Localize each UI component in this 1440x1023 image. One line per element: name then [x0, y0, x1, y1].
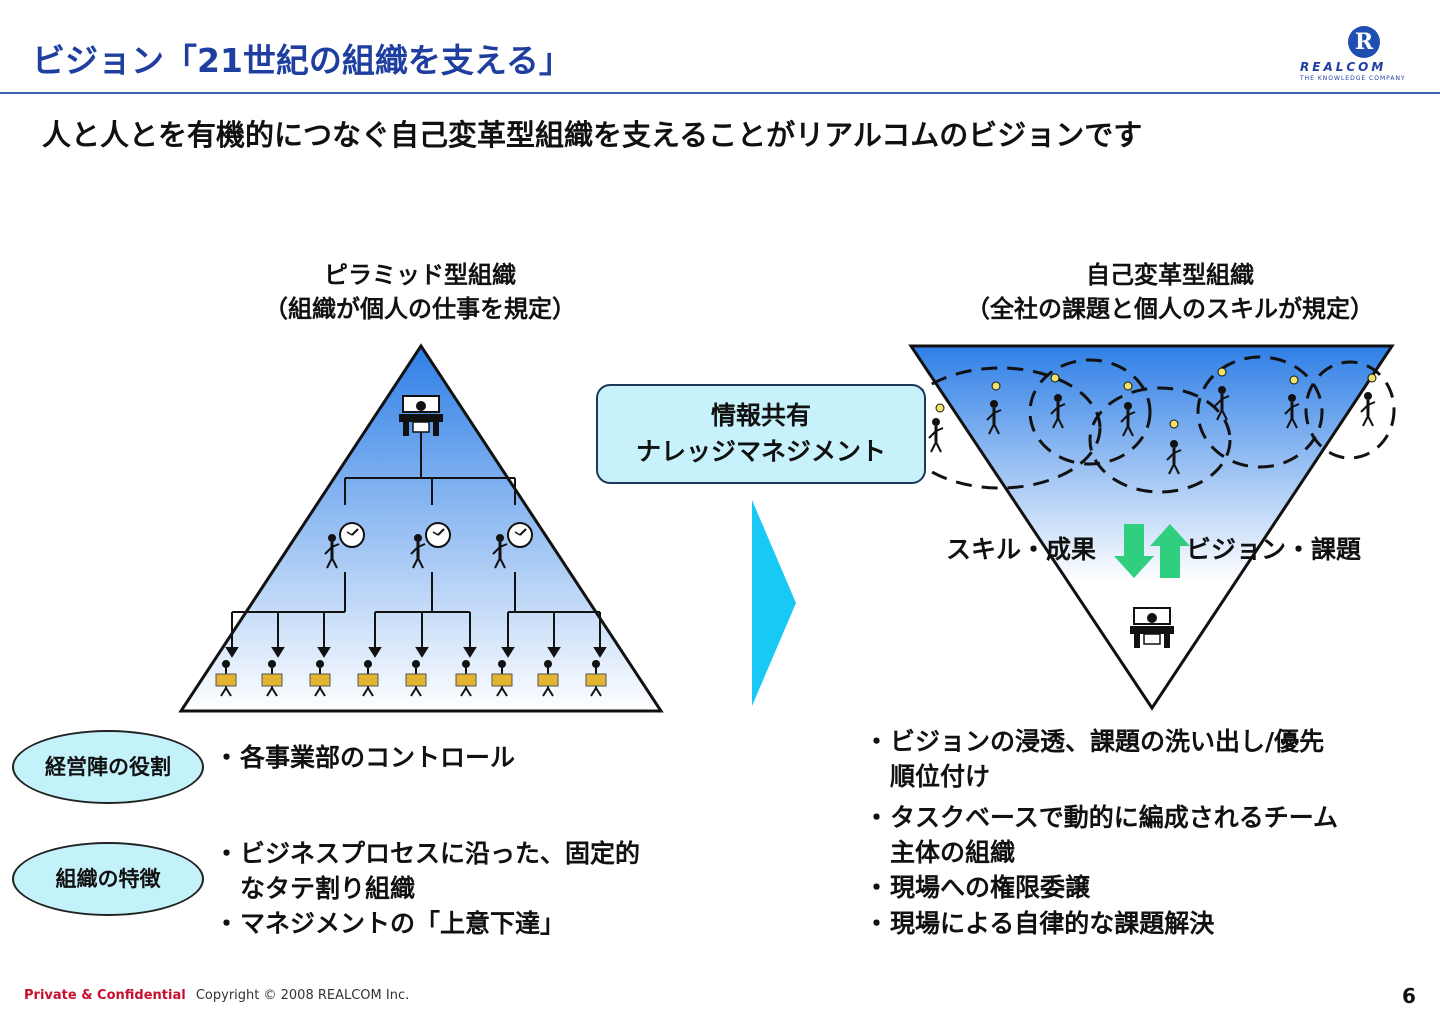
realcom-logo-icon: R [1348, 26, 1380, 58]
bullet-dot: ・ [214, 909, 240, 938]
team-circles [898, 355, 1396, 494]
pyramid-shape [178, 343, 664, 713]
clock-icon [425, 522, 451, 548]
knowledge-management-box: 情報共有 ナレッジマネジメント [596, 384, 926, 484]
feature-bullet-1: ・ビジネスプロセスに沿った、固定的 なタテ割り組織 [214, 836, 640, 906]
clock-icon [339, 522, 365, 548]
team-member-icon [1359, 390, 1377, 428]
worker-arrows [225, 612, 607, 658]
right-bullet-4: ・現場による自律的な課題解決 [864, 906, 1214, 941]
page-number: 6 [1402, 984, 1416, 1008]
down-arrow-icon [1114, 524, 1154, 578]
inverted-triangle-shape [908, 344, 1395, 711]
footer: Private & Confidential Copyright © 2008 … [24, 988, 409, 1003]
bullet-dot: ・ [214, 839, 240, 868]
title-divider [0, 92, 1440, 94]
right-bullet-2: ・タスクベースで動的に編成されるチーム 主体の組織 [864, 800, 1338, 870]
role-bullet-text: 各事業部のコントロール [240, 743, 516, 772]
team-member-icon [927, 416, 945, 454]
executive-desk-icon [1129, 607, 1175, 649]
bullet-dot: ・ [864, 909, 890, 938]
infobox-line1: 情報共有 [710, 401, 811, 430]
bullet-dot: ・ [864, 727, 890, 756]
management-role-pill: 経営陣の役割 [12, 730, 204, 804]
feature-bullet-1-line1: ビジネスプロセスに沿った、固定的 [240, 839, 641, 868]
clock-icon [507, 522, 533, 548]
feature-bullet-2: ・マネジメントの「上意下達」 [214, 906, 565, 941]
right-bullet-1-line2: 順位付け [890, 762, 991, 791]
bullet-dot: ・ [214, 743, 240, 772]
right-bullet-2-line2: 主体の組織 [890, 838, 1016, 867]
up-arrow-icon [1150, 524, 1190, 578]
bullet-dot: ・ [864, 803, 890, 832]
inverted-heading: 自己変革型組織 （全社の課題と個人のスキルが規定） [910, 258, 1430, 326]
role-bullet: ・各事業部のコントロール [214, 740, 515, 775]
logo-name: REALCOM [1300, 60, 1387, 74]
right-bullet-4-text: 現場による自律的な課題解決 [890, 909, 1215, 938]
inverted-heading-line1: 自己変革型組織 [1086, 261, 1254, 289]
slide-title: ビジョン「21世紀の組織を支える」 [32, 41, 572, 80]
org-feature-pill: 組織の特徴 [12, 842, 204, 916]
bullet-dot: ・ [864, 873, 890, 902]
transition-arrow-icon [752, 500, 796, 706]
executive-desk-icon [398, 395, 444, 437]
slide-subtitle: 人と人とを有機的につなぐ自己変革型組織を支えることがリアルコムのビジョンです [42, 118, 1143, 152]
inverted-heading-line2: （全社の課題と個人のスキルが規定） [966, 295, 1374, 323]
pyramid-heading: ピラミッド型組織 （組織が個人の仕事を規定） [180, 258, 660, 326]
idea-bulb-icons [935, 367, 1377, 429]
skill-result-label: スキル・成果 [946, 535, 1097, 564]
feature-bullet-2-text: マネジメントの「上意下達」 [240, 909, 566, 938]
right-bullet-3: ・現場への権限委譲 [864, 870, 1090, 905]
pyramid-heading-line2: （組織が個人の仕事を規定） [264, 295, 576, 323]
right-bullet-2-line1: タスクベースで動的に編成されるチーム [890, 803, 1339, 832]
infobox-line2: ナレッジマネジメント [635, 437, 886, 466]
copyright-label: Copyright © 2008 REALCOM Inc. [195, 988, 410, 1003]
feature-bullet-1-line2: なタテ割り組織 [240, 874, 416, 903]
confidential-label: Private & Confidential [24, 988, 186, 1003]
pyramid-heading-line1: ピラミッド型組織 [324, 261, 516, 289]
right-bullet-1-line1: ビジョンの浸透、課題の洗い出し/優先 [890, 727, 1325, 756]
logo-tagline: THE KNOWLEDGE COMPANY [1300, 75, 1406, 82]
right-bullet-3-text: 現場への権限委譲 [890, 873, 1091, 902]
vision-issue-label: ビジョン・課題 [1186, 535, 1362, 564]
right-bullet-1: ・ビジョンの浸透、課題の洗い出し/優先 順位付け [864, 724, 1324, 794]
